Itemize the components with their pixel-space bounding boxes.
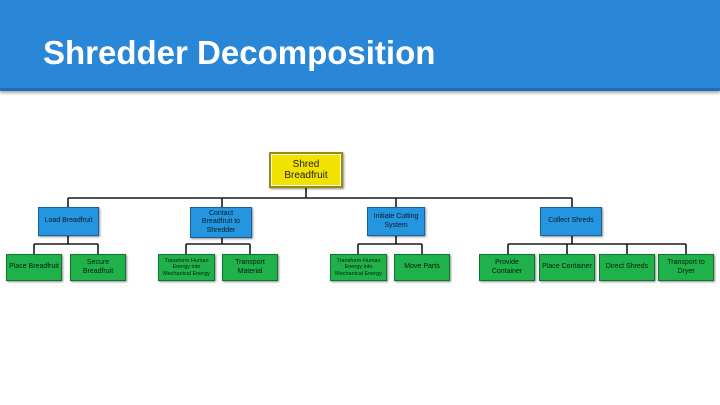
subfunction-node: Place Container	[539, 254, 595, 281]
subfunction-label: Transport Material	[235, 259, 265, 275]
function-node: Initiate Cutting System	[367, 207, 425, 236]
subfunction-label: Place Container	[542, 263, 592, 271]
subfunction-node: Direct Shreds	[599, 254, 655, 281]
subfunction-node: Transform Human Energy into Mechanical E…	[330, 254, 387, 281]
subfunction-label: Transform Human Energy into Mechanical E…	[335, 258, 382, 277]
subfunction-label: Provide Container	[491, 259, 523, 275]
subfunction-node: Transform Human Energy into Mechanical E…	[158, 254, 215, 281]
function-node: Load Breadfruit	[38, 207, 99, 236]
subfunction-label: Secure Breadfruit	[82, 259, 114, 275]
subfunction-node: Transport Material	[222, 254, 278, 281]
root-label: Shred Breadfruit	[284, 158, 328, 182]
function-label: Load Breadfruit	[44, 217, 93, 225]
subfunction-node: Move Parts	[394, 254, 450, 281]
subfunction-node: Transport to Dryer	[658, 254, 714, 281]
subfunction-node: Provide Container	[479, 254, 535, 281]
function-node: Contact Breadfruit to Shredder	[190, 207, 252, 238]
root-node: Shred Breadfruit	[269, 152, 343, 188]
subfunction-node: Place Breadfruit	[6, 254, 62, 281]
subfunction-label: Move Parts	[404, 263, 440, 271]
subfunction-node: Secure Breadfruit	[70, 254, 126, 281]
function-label: Collect Shreds	[548, 217, 594, 225]
title-bar: Shredder Decomposition	[0, 0, 720, 91]
subfunction-label: Direct Shreds	[605, 263, 649, 271]
subfunction-label: Transport to Dryer	[667, 259, 705, 275]
slide-title: Shredder Decomposition	[43, 34, 436, 71]
subfunction-label: Transform Human Energy into Mechanical E…	[163, 258, 210, 277]
function-label: Contact Breadfruit to Shredder	[201, 210, 241, 234]
function-label: Initiate Cutting System	[373, 213, 419, 229]
subfunction-label: Place Breadfruit	[9, 263, 59, 271]
function-node: Collect Shreds	[540, 207, 602, 236]
